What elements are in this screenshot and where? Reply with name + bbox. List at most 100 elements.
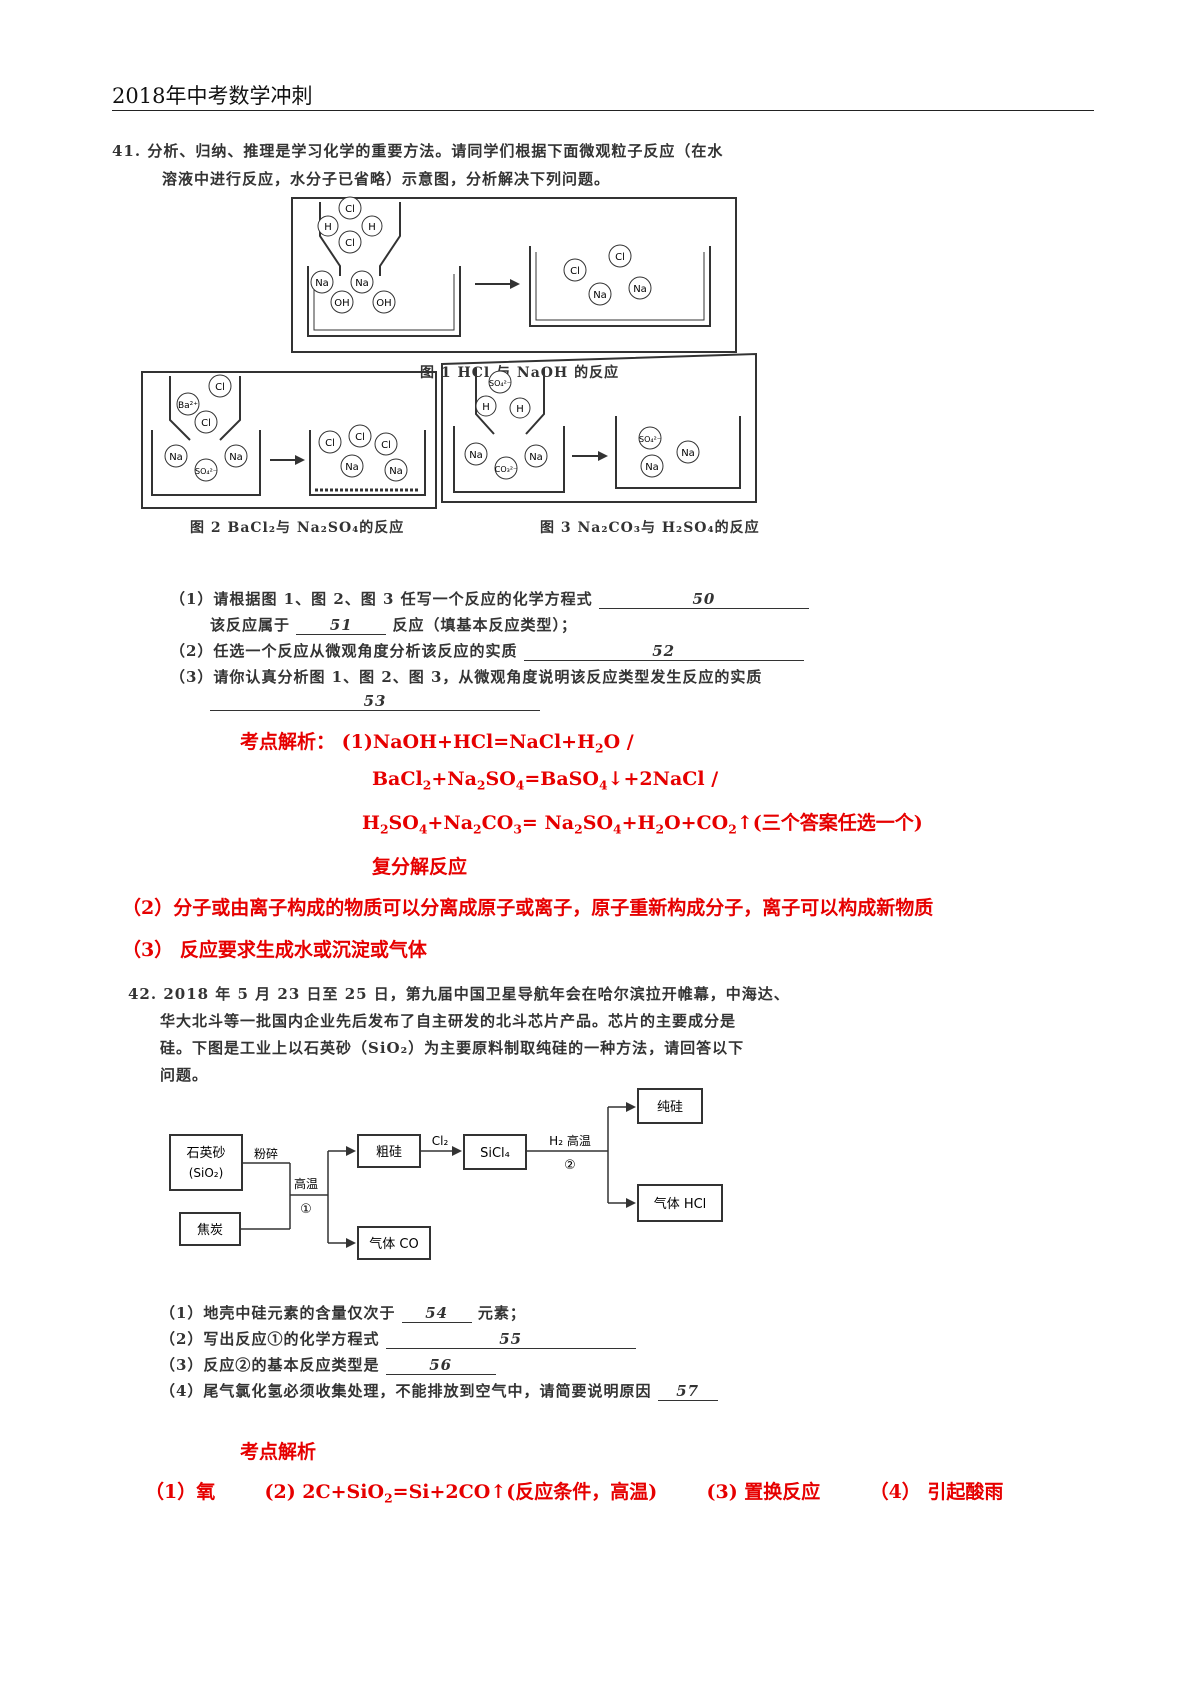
svg-text:石英砂: 石英砂 xyxy=(186,1146,225,1161)
svg-text:CO₃²⁻: CO₃²⁻ xyxy=(495,465,518,474)
fig2-ion-na: Na xyxy=(164,444,188,468)
page-header-title: 2018年中考数学冲刺 xyxy=(112,84,313,108)
fig1-ion-h: H xyxy=(361,215,383,237)
svg-text:SO₄²⁻: SO₄²⁻ xyxy=(195,467,217,476)
svg-text:Cl: Cl xyxy=(570,266,580,277)
svg-text:OH: OH xyxy=(376,298,391,309)
header-divider xyxy=(112,110,1094,111)
blank-54: 54 xyxy=(401,1304,472,1323)
node-crude-silicon: 粗硅 xyxy=(357,1134,421,1168)
svg-text:气体 CO: 气体 CO xyxy=(369,1236,418,1252)
fig1-ion-oh: OH xyxy=(330,290,354,314)
fig2-ion-cl: Cl xyxy=(374,432,398,456)
svg-text:H: H xyxy=(324,222,332,233)
label-reaction-2: ② xyxy=(564,1158,576,1173)
svg-text:Na: Na xyxy=(229,452,243,463)
svg-text:Na: Na xyxy=(315,278,329,289)
fig2-ion-na: Na xyxy=(224,444,248,468)
svg-text:Na: Na xyxy=(169,452,183,463)
fig3-ion-na: Na xyxy=(676,440,700,464)
figure-3-caption: 图 3 Na₂CO₃与 H₂SO₄的反应 xyxy=(540,520,760,536)
fig3-ion-na: Na xyxy=(640,454,664,478)
svg-text:Na: Na xyxy=(469,450,483,461)
fig3-ion-na: Na xyxy=(524,444,548,468)
q41-stem-line2: 溶液中进行反应，水分子已省略）示意图，分析解决下列问题。 xyxy=(162,170,611,188)
label-reaction-1: ① xyxy=(300,1202,312,1217)
node-gas-co: 气体 CO xyxy=(357,1226,431,1260)
ans42-a1: （1）氧 xyxy=(145,1481,216,1503)
fig2-ion-na: Na xyxy=(384,458,408,482)
fig2-ion-na: Na xyxy=(340,454,364,478)
q42-sub4: （4）尾气氯化氢必须收集处理，不能排放到空气中，请简要说明原因 57 xyxy=(160,1380,718,1401)
svg-text:Cl: Cl xyxy=(325,438,335,449)
ans41-line1: 考点解析： (1)NaOH+HCl=NaCl+H2O / xyxy=(240,731,634,756)
node-coke: 焦炭 xyxy=(179,1212,241,1246)
ans42-label: 考点解析 xyxy=(240,1441,317,1463)
svg-text:Cl: Cl xyxy=(215,382,225,393)
svg-text:Ba²⁺: Ba²⁺ xyxy=(178,401,198,411)
fig3-ion-h: H xyxy=(509,397,531,419)
label-h2-high-temp: H₂ 高温 xyxy=(549,1133,591,1148)
fig2-ion-ba: Ba²⁺ xyxy=(176,392,200,416)
fig3-ion-na: Na xyxy=(464,442,488,466)
fig3-ion-co3: CO₃²⁻ xyxy=(494,456,518,480)
svg-text:SO₄²⁻: SO₄²⁻ xyxy=(489,379,511,388)
ans41-p2: （2）分子或由离子构成的物质可以分离成原子或离子，原子重新构成分子，离子可以构成… xyxy=(122,897,934,919)
svg-text:H: H xyxy=(368,222,376,233)
svg-text:Na: Na xyxy=(529,452,543,463)
figure-3-na2co3-h2so4: SO₄²⁻ H H Na CO₃²⁻ Na SO₄²⁻ Na Na xyxy=(441,352,757,503)
fig3-ion-so4: SO₄²⁻ xyxy=(638,426,662,450)
figure-1-hcl-naoh: Cl H H Cl Na Na OH OH Cl Cl Na Na xyxy=(291,196,737,353)
fig1-ion-oh: OH xyxy=(372,290,396,314)
fig1-ion-cl: Cl xyxy=(608,244,632,268)
q42-stem-line3: 硅。下图是工业上以石英砂（SiO₂）为主要原料制取纯硅的一种方法，请回答以下 xyxy=(160,1039,745,1057)
fig2-ion-cl: Cl xyxy=(318,430,342,454)
label-high-temp-1: 高温 xyxy=(294,1176,318,1191)
svg-text:纯硅: 纯硅 xyxy=(657,1100,683,1115)
label-crush: 粉碎 xyxy=(254,1146,278,1161)
q42-stem-line4: 问题。 xyxy=(160,1066,209,1084)
q41-sub1-line2: 该反应属于 51 反应（填基本反应类型）； xyxy=(210,616,577,635)
svg-text:Cl: Cl xyxy=(615,252,625,263)
q42-stem-line2: 华大北斗等一批国内企业先后发布了自主研发的北斗芯片产品。芯片的主要成分是 xyxy=(160,1012,737,1030)
node-sicl4: SiCl₄ xyxy=(463,1134,527,1170)
svg-text:SiCl₄: SiCl₄ xyxy=(480,1146,510,1161)
svg-text:粗硅: 粗硅 xyxy=(376,1145,402,1160)
node-pure-silicon: 纯硅 xyxy=(637,1088,703,1124)
label-cl2: Cl₂ xyxy=(432,1134,449,1148)
fig3-ion-h: H xyxy=(475,395,497,417)
fig1-ion-cl: Cl xyxy=(563,258,587,282)
figure-2-bacl2-na2so4: Cl Ba²⁺ Cl Na SO₄²⁻ Na Cl Cl Cl Na Na xyxy=(141,371,437,509)
fig1-ion-cl: Cl xyxy=(338,230,362,254)
blank-55: 55 xyxy=(385,1330,636,1349)
q41-sub1-line1: （1）请根据图 1、图 2、图 3 任写一个反应的化学方程式 50 xyxy=(170,588,809,609)
fig1-ion-na: Na xyxy=(628,276,652,300)
svg-text:H: H xyxy=(482,402,490,413)
svg-text:Na: Na xyxy=(345,462,359,473)
q42-sub1: （1）地壳中硅元素的含量仅次于 54 元素； xyxy=(160,1304,526,1323)
node-quartz-sand: 石英砂 (SiO₂) xyxy=(169,1134,243,1191)
q41-sub3-answer-line: 53 xyxy=(210,692,540,711)
fig1-ion-na: Na xyxy=(350,270,374,294)
q42-stem-line1: 42. 2018 年 5 月 23 日至 25 日，第九届中国卫星导航年会在哈尔… xyxy=(128,985,790,1003)
svg-text:Cl: Cl xyxy=(345,204,355,215)
fig1-ion-na: Na xyxy=(588,282,612,306)
svg-text:H: H xyxy=(516,404,524,415)
q41-stem-line1: 41. 分析、归纳、推理是学习化学的重要方法。请同学们根据下面微观粒子反应（在水 xyxy=(112,142,724,160)
svg-text:Na: Na xyxy=(633,284,647,295)
fig2-ion-cl: Cl xyxy=(194,410,218,434)
svg-text:SO₄²⁻: SO₄²⁻ xyxy=(639,435,661,444)
svg-text:Cl: Cl xyxy=(381,440,391,451)
silicon-production-flowchart: 石英砂 (SiO₂) 焦炭 粉碎 高温 ① 粗硅 气体 CO Cl₂ SiCl₄… xyxy=(169,1088,723,1260)
svg-text:Na: Na xyxy=(681,448,695,459)
svg-text:Na: Na xyxy=(355,278,369,289)
fig2-ion-so4: SO₄²⁻ xyxy=(194,458,218,482)
q41-sub3: （3）请你认真分析图 1、图 2、图 3，从微观角度说明该反应类型发生反应的实质 xyxy=(170,668,763,686)
blank-50: 50 xyxy=(598,590,809,609)
blank-53: 53 xyxy=(210,692,540,711)
blank-52: 52 xyxy=(523,642,804,661)
figure-1-caption: 图 1 HCl 与 NaOH 的反应 xyxy=(420,365,620,381)
svg-text:焦炭: 焦炭 xyxy=(197,1223,223,1238)
ans41-p3: （3） 反应要求生成水或沉淀或气体 xyxy=(122,939,427,961)
fig1-ion-na: Na xyxy=(310,270,334,294)
